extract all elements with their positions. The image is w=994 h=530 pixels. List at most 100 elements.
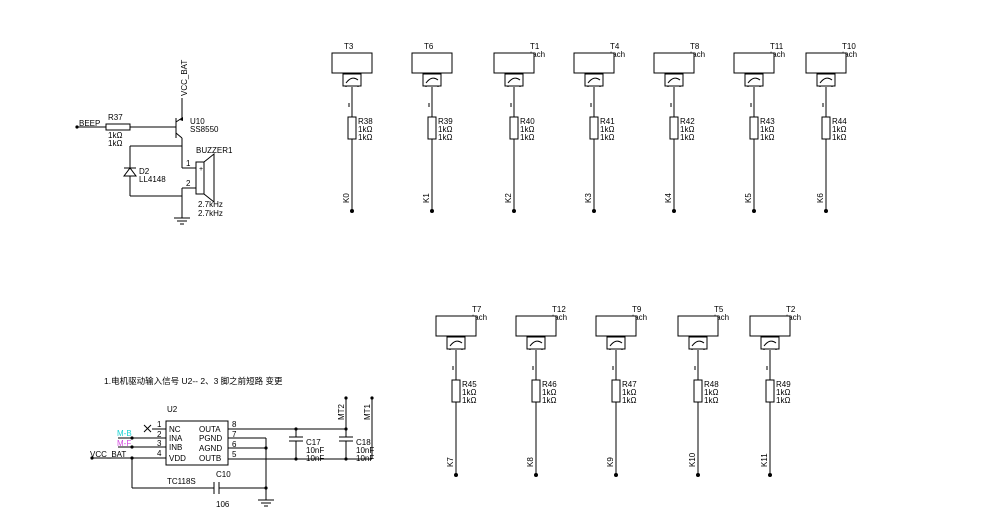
buzzer-pin-1: 1 [186, 159, 191, 168]
sensor-resistor-ref: R46 [542, 380, 557, 389]
sensor-sub: tach [472, 313, 487, 322]
sensor-body [573, 52, 615, 74]
sensor-resistor [451, 379, 461, 403]
motor-driver-circuit: 1.电机驱动输入信号 U2-- 2、3 脚之前短路 变更 U2 TC118S 1… [90, 376, 374, 509]
u2-pin-6-num: 6 [232, 440, 237, 449]
ground-icon [174, 217, 190, 225]
sensor-body [331, 52, 373, 74]
sensor-resistor-value-2: 1kΩ [462, 396, 476, 405]
sensor-body [677, 315, 719, 337]
sensor-resistor-value-1: 1kΩ [600, 125, 614, 134]
sensor-resistor [749, 116, 759, 140]
u2-pin-7-num: 7 [232, 430, 237, 439]
sensor-resistor-value-1: 1kΩ [358, 125, 372, 134]
sensor-resistor-ref: R42 [680, 117, 695, 126]
sensor-resistor-value-2: 1kΩ [438, 133, 452, 142]
sensor-net-label: K1 [422, 193, 431, 203]
sensor-body [749, 315, 791, 337]
sensor-sub: tach [690, 50, 705, 59]
d2-ref: D2 [139, 167, 150, 176]
sensor-sub: tach [552, 313, 567, 322]
sensor-sub: tach [530, 50, 545, 59]
u2-pin-6-name: AGND [199, 444, 222, 453]
sensor-net-label: K10 [688, 452, 697, 467]
u2-pin-3-name: INB [169, 443, 182, 452]
u2-part: TC118S [167, 477, 196, 486]
sensor-ref: T9 [632, 305, 642, 314]
sensor-inductor-icon [816, 73, 836, 87]
sensor-ref: T5 [714, 305, 724, 314]
sensor-sub: tach [842, 50, 857, 59]
buzzer-horn-icon [203, 152, 215, 204]
sensor-resistor-ref: R40 [520, 117, 535, 126]
sensor-resistor-value-1: 1kΩ [438, 125, 452, 134]
sensor-net-label: K0 [342, 193, 351, 203]
sensor-resistor-ref: R43 [760, 117, 775, 126]
u2-pin-7-name: PGND [199, 434, 222, 443]
sensor-resistor [589, 116, 599, 140]
u2-pin-4-name: VDD [169, 454, 186, 463]
r37-ref: R37 [108, 113, 123, 122]
sensor-net-label: K11 [760, 453, 769, 467]
sensor-resistor-value-2: 1kΩ [776, 396, 790, 405]
sensor-net-label: K6 [816, 193, 825, 203]
r37-value-2: 1kΩ [108, 139, 122, 148]
sensor-body [515, 315, 557, 337]
sensor-resistor-value-1: 1kΩ [680, 125, 694, 134]
d2-part: LL4148 [139, 175, 166, 184]
c10-value: 106 [216, 500, 230, 509]
sensor-resistor-ref: R48 [704, 380, 719, 389]
u2-ref: U2 [167, 405, 178, 414]
sensor-ref: T12 [552, 305, 566, 314]
sensor-resistor [611, 379, 621, 403]
sensor-resistor-value-2: 1kΩ [622, 396, 636, 405]
no-connect-icon [143, 424, 152, 433]
sensor-sub: tach [610, 50, 625, 59]
d2-diode [123, 167, 137, 177]
sensor-body [805, 52, 847, 74]
mt2-label: MT2 [337, 403, 346, 420]
sensor-body [595, 315, 637, 337]
sensor-resistor-ref: R47 [622, 380, 637, 389]
sensor-net-label: K8 [526, 457, 535, 467]
sensor-ref: T10 [842, 42, 856, 51]
sensor-resistor-value-1: 1kΩ [832, 125, 846, 134]
sensor-inductor-icon [446, 336, 466, 350]
sensor-inductor-icon [744, 73, 764, 87]
sensor-ref: T2 [786, 305, 796, 314]
beep-net-label: BEEP [79, 119, 100, 128]
sensor-inductor-icon [584, 73, 604, 87]
sensor-resistor-value-1: 1kΩ [520, 125, 534, 134]
motor-ground-icon [258, 499, 274, 507]
u2-pin-2-name: INA [169, 434, 183, 443]
buzzer-freq-2: 2.7kHz [198, 209, 223, 218]
sensor-ref: T6 [424, 42, 434, 51]
transistor-ref: U10 [190, 117, 205, 126]
sensor-resistor-value-2: 1kΩ [680, 133, 694, 142]
sensor-sub: tach [786, 313, 801, 322]
sensor-body [411, 52, 453, 74]
sensor-inductor-icon [688, 336, 708, 350]
transistor-part: SS8550 [190, 125, 219, 134]
u2-pin-1-name: NC [169, 425, 181, 434]
sensor-resistor-ref: R49 [776, 380, 791, 389]
c17-value-1: 10nF [306, 446, 324, 455]
u2-pin-3-num: 3 [157, 439, 162, 448]
net-m-b-label: M-B [117, 429, 132, 438]
u2-pin-4-num: 4 [157, 449, 162, 458]
sensor-resistor [669, 116, 679, 140]
sensor-resistor-ref: R41 [600, 117, 615, 126]
sensor-resistor [821, 116, 831, 140]
u2-pin-8-name: OUTA [199, 425, 221, 434]
sensor-resistor-value-2: 1kΩ [600, 133, 614, 142]
net-m-f-label: M-F [117, 439, 131, 448]
sensor-resistor [509, 116, 519, 140]
sensor-net-label: K9 [606, 457, 615, 467]
buzzer-vcc-label: VCC_BAT [180, 60, 189, 96]
buzzer-circuit: VCC_BAT U10 SS8550 BEEP R37 1kΩ 1kΩ D2 L… [75, 60, 233, 225]
